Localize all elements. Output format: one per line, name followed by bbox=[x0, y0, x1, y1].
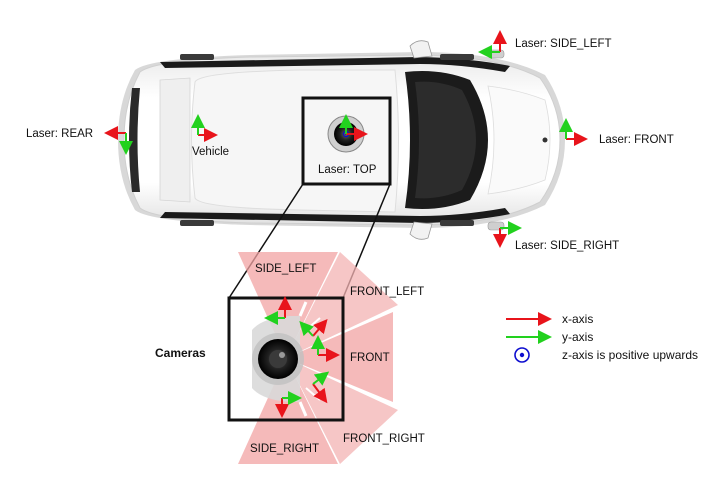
laser-side-right-axes bbox=[493, 221, 522, 248]
label-cam-front-left: FRONT_LEFT bbox=[350, 286, 425, 298]
label-cam-side-right: SIDE_RIGHT bbox=[250, 443, 320, 455]
label-laser-side-left: Laser: SIDE_LEFT bbox=[515, 38, 612, 50]
label-cam-side-left: SIDE_LEFT bbox=[255, 263, 317, 275]
label-cam-front-right: FRONT_RIGHT bbox=[343, 433, 425, 445]
label-laser-front: Laser: FRONT bbox=[599, 134, 674, 146]
laser-top-box bbox=[301, 96, 392, 186]
legend-z-circle bbox=[514, 347, 530, 363]
laser-front-axes bbox=[559, 118, 588, 146]
legend-symbols bbox=[506, 312, 552, 363]
camera-axes bbox=[264, 296, 340, 418]
label-laser-rear: Laser: REAR bbox=[26, 128, 94, 140]
vehicle-frame-axes bbox=[191, 114, 218, 142]
label-laser-top: Laser: TOP bbox=[318, 164, 377, 176]
legend-z-label: z-axis is positive upwards bbox=[562, 348, 699, 362]
zoom-line-left bbox=[228, 183, 304, 299]
camera-body bbox=[252, 301, 321, 417]
label-cam-front: FRONT bbox=[350, 352, 390, 364]
label-laser-side-right: Laser: SIDE_RIGHT bbox=[515, 240, 620, 252]
legend-y-label: y-axis bbox=[562, 330, 594, 344]
laser-rear-axes bbox=[104, 126, 133, 155]
vehicle-top-view bbox=[118, 40, 565, 240]
label-vehicle: Vehicle bbox=[192, 146, 230, 158]
legend-x-label: x-axis bbox=[562, 312, 594, 326]
laser-side-left-axes bbox=[478, 30, 507, 59]
label-cameras: Cameras bbox=[155, 346, 206, 360]
